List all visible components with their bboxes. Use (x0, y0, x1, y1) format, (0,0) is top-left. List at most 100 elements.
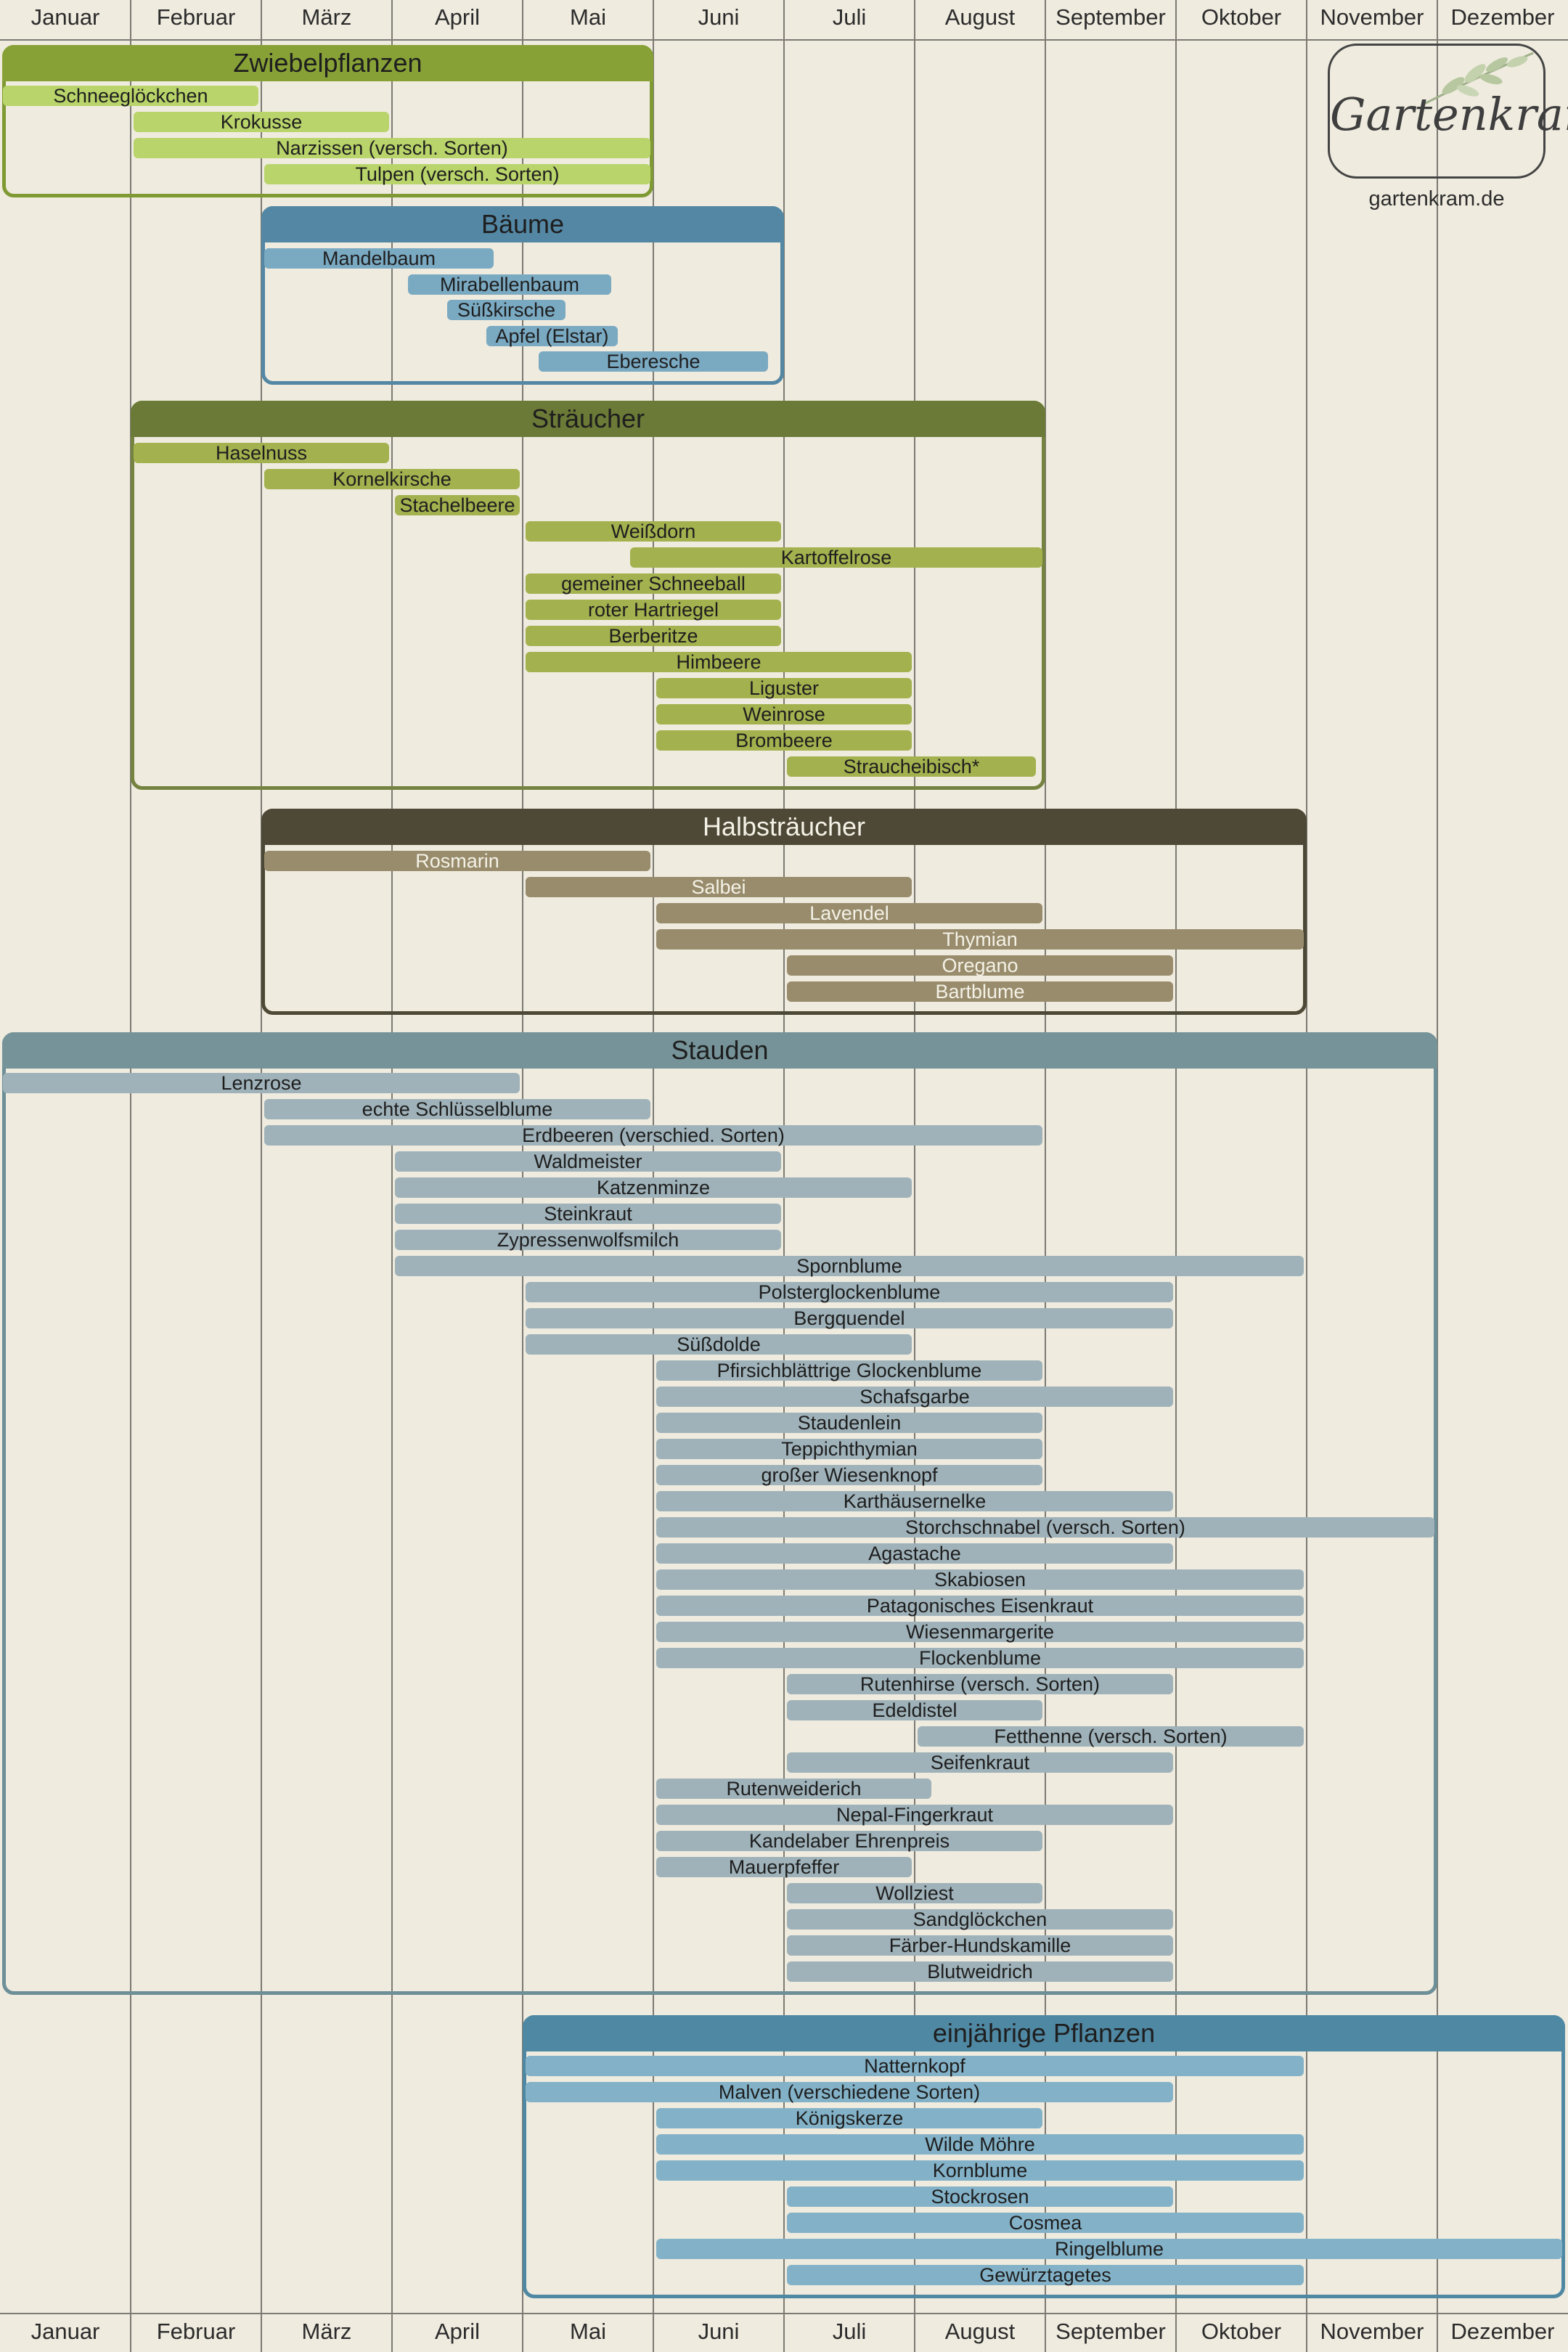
month-label: Juli (832, 2319, 867, 2344)
bloom-bar: Bergquendel (526, 1308, 1173, 1328)
bloom-bar: Königskerze (656, 2108, 1042, 2128)
month-label: März (301, 4, 352, 30)
bloom-bar: Karthäusernelke (656, 1491, 1173, 1511)
bloom-bar: Wilde Möhre (656, 2134, 1304, 2155)
bloom-bar: Stachelbeere (395, 495, 520, 515)
month-label: Februar (156, 2319, 236, 2344)
month-label: Februar (156, 4, 236, 30)
month-label: Oktober (1201, 4, 1282, 30)
bloom-bar: Patagonisches Eisenkraut (656, 1596, 1304, 1616)
group-box: Zwiebelpflanzen (2, 45, 653, 197)
month-label: Dezember (1450, 2319, 1555, 2344)
month-label: April (434, 2319, 480, 2344)
bloom-bar: Oregano (787, 955, 1173, 976)
bloom-bar: Mauerpfeffer (656, 1857, 912, 1877)
month-gridline (1306, 0, 1307, 2352)
month-divider (1306, 2314, 1307, 2352)
bloom-bar: Blutweidrich (787, 1961, 1173, 1982)
bloom-bar: Schafsgarbe (656, 1387, 1173, 1407)
month-divider (1175, 0, 1177, 39)
group-header: Stauden (2, 1032, 1437, 1069)
bloom-bar: Liguster (656, 678, 912, 698)
bloom-bar: Wollziest (787, 1883, 1042, 1903)
month-gridline (783, 0, 785, 2352)
bloom-bar: Katzenminze (395, 1177, 912, 1198)
bloom-bar: Weißdorn (526, 521, 781, 542)
bloom-bar: Rutenweiderich (656, 1779, 931, 1799)
month-label: Juni (698, 4, 740, 30)
month-divider (783, 2314, 785, 2352)
bloom-bar: Krokusse (134, 112, 389, 132)
month-gridline (1437, 0, 1438, 2352)
bloom-bar: Haselnuss (134, 443, 389, 463)
logo-badge: Gartenkram (1328, 44, 1568, 179)
month-divider (653, 0, 654, 39)
group-box: Bäume (261, 206, 784, 385)
month-label: August (944, 2319, 1016, 2344)
month-label: August (944, 4, 1016, 30)
bloom-bar: Brombeere (656, 730, 912, 751)
month-divider (391, 2314, 393, 2352)
month-divider (522, 2314, 523, 2352)
bloom-bar: Sandglöckchen (787, 1909, 1173, 1930)
bloom-bar: Staudenlein (656, 1413, 1042, 1433)
month-divider (653, 2314, 654, 2352)
month-label: Juli (832, 4, 867, 30)
bloom-bar: Berberitze (526, 626, 781, 646)
bloom-bar: Natternkopf (526, 2056, 1304, 2076)
bloom-bar: Tulpen (versch. Sorten) (264, 164, 650, 184)
bloom-bar: Himbeere (526, 652, 912, 672)
bloom-bar: Flockenblume (656, 1648, 1304, 1668)
group-box: einjährige Pflanzen (523, 2015, 1565, 2298)
month-divider (1175, 2314, 1177, 2352)
month-divider (261, 0, 262, 39)
bloom-bar: Lenzrose (3, 1073, 520, 1093)
bloom-bar: Apfel (Elstar) (486, 325, 618, 346)
bloom-bar: Straucheibisch* (787, 756, 1036, 777)
month-label: Oktober (1201, 2319, 1282, 2344)
month-divider (130, 0, 131, 39)
bloom-bar: Eberesche (539, 351, 768, 372)
bloom-bar: echte Schlüsselblume (264, 1099, 650, 1119)
logo-url: gartenkram.de (1368, 187, 1505, 211)
bloom-bar: Salbei (526, 877, 912, 897)
month-label: Dezember (1450, 4, 1555, 30)
bloom-bar: Steinkraut (395, 1204, 781, 1224)
leaf-branch-icon (1424, 52, 1534, 105)
month-label: März (301, 2319, 352, 2344)
bloom-bar: Seifenkraut (787, 1752, 1173, 1773)
bloom-bar: Teppichthymian (656, 1439, 1042, 1459)
bloom-bar: Zypressenwolfsmilch (395, 1230, 781, 1250)
bloom-bar: Kandelaber Ehrenpreis (656, 1831, 1042, 1851)
month-gridline (522, 0, 523, 2352)
month-label: November (1320, 4, 1424, 30)
bloom-bar: roter Hartriegel (526, 600, 781, 620)
bloom-bar: Storchschnabel (versch. Sorten) (656, 1517, 1434, 1538)
bloom-bar: Pfirsichblättrige Glockenblume (656, 1360, 1042, 1381)
bloom-bar: Polsterglockenblume (526, 1282, 1173, 1302)
bloom-bar: großer Wiesenknopf (656, 1465, 1042, 1485)
bloom-bar: Ringelblume (656, 2239, 1562, 2259)
bloom-bar: Färber-Hundskamille (787, 1935, 1173, 1956)
group-box: Sträucher (131, 401, 1045, 790)
month-label: September (1055, 2319, 1166, 2344)
group-header: einjährige Pflanzen (523, 2015, 1565, 2051)
month-gridline (914, 0, 915, 2352)
month-divider (1437, 2314, 1438, 2352)
month-label: September (1055, 4, 1166, 30)
bloom-bar: Spornblume (395, 1256, 1304, 1276)
month-divider (914, 2314, 915, 2352)
bloom-bar: Edeldistel (787, 1700, 1042, 1720)
bloom-bar: Weinrose (656, 704, 912, 724)
bloom-bar: Mandelbaum (264, 248, 494, 269)
month-gridline (653, 0, 654, 2352)
month-gridline (1175, 0, 1177, 2352)
month-divider (391, 0, 393, 39)
bloom-bar: Malven (verschiedene Sorten) (526, 2082, 1173, 2102)
bloom-bar: Waldmeister (395, 1151, 781, 1172)
month-gridline (391, 0, 393, 2352)
month-label: November (1320, 2319, 1424, 2344)
month-label: Januar (30, 2319, 100, 2344)
